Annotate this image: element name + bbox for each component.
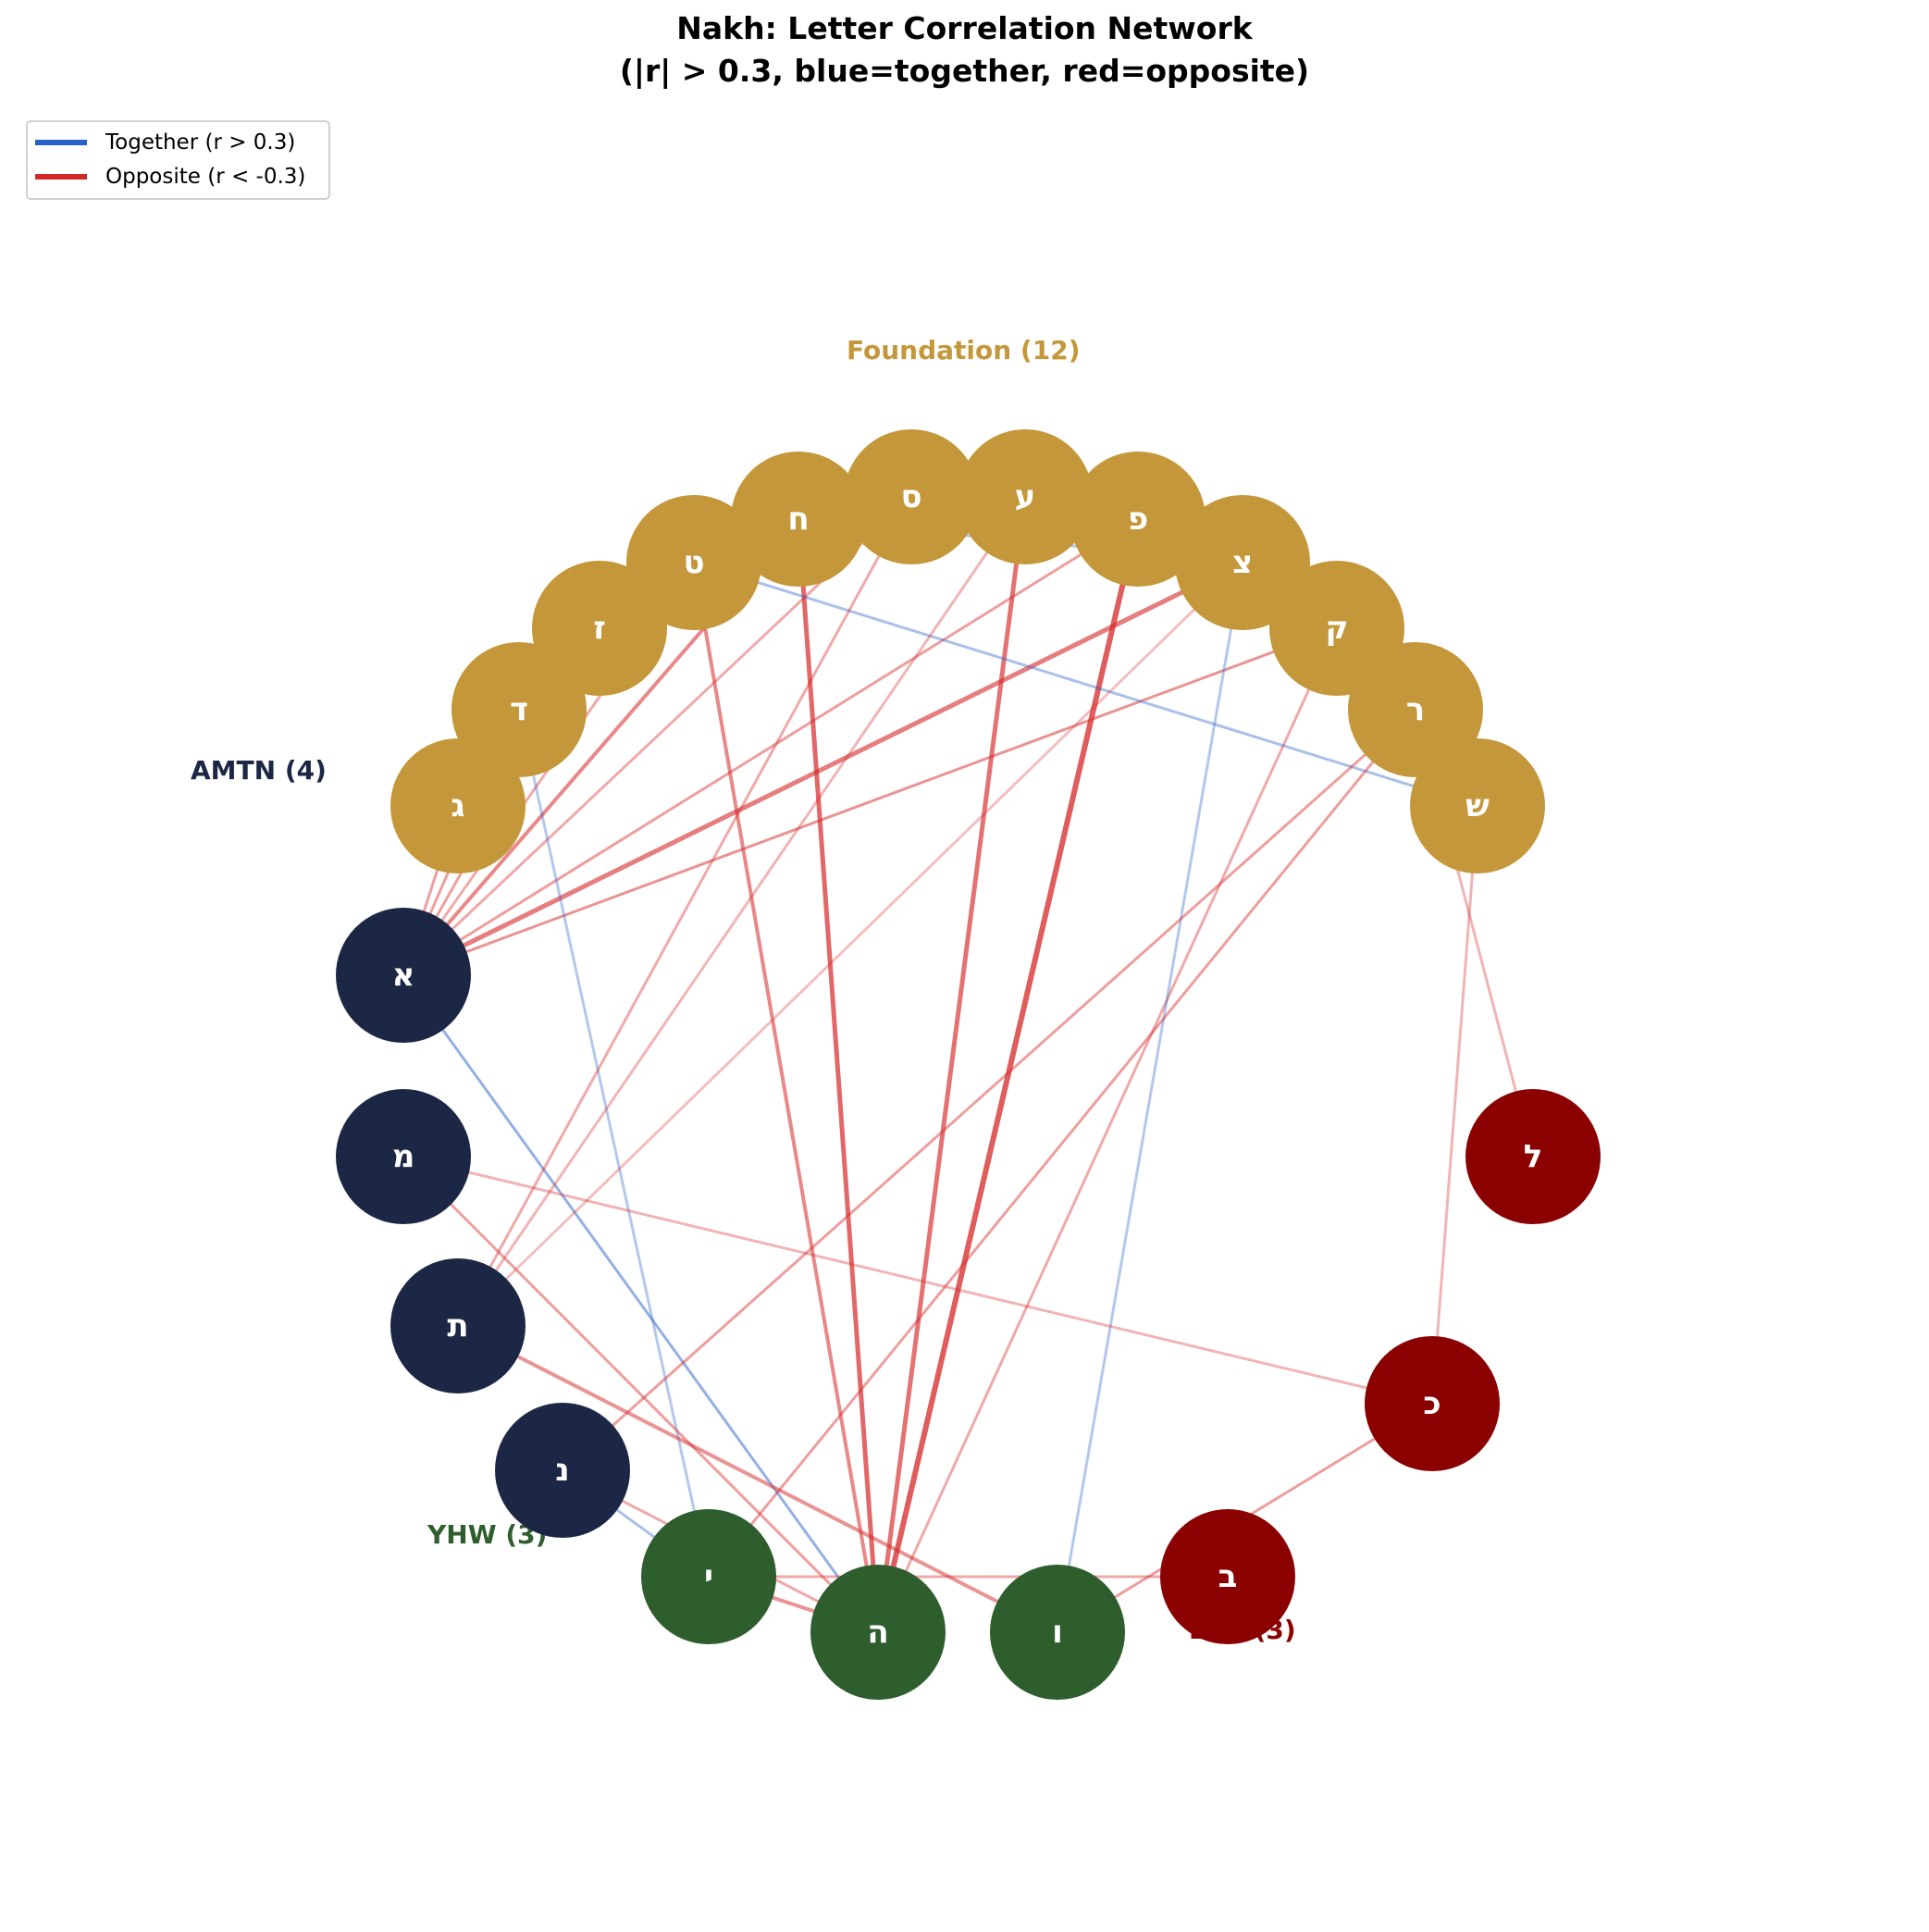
node-letter: ח (787, 501, 809, 538)
node-circle (1160, 1509, 1295, 1644)
node-letter: נ (555, 1452, 569, 1489)
node-foundation: ח (731, 452, 866, 587)
node-yhw: ו (990, 1565, 1125, 1700)
node-letter: ע (1015, 478, 1036, 515)
edge-together (517, 709, 711, 1578)
node-foundation: ש (1410, 738, 1545, 873)
node-letter: י (704, 1558, 713, 1595)
node-letter: ש (1465, 787, 1490, 824)
node-letter: ס (900, 478, 921, 515)
chart-title: Nakh: Letter Correlation Network (|r| > … (0, 7, 1929, 93)
edge-together (1056, 562, 1244, 1633)
node-circle (390, 738, 526, 873)
edge-opposite (402, 626, 1338, 977)
legend-item-opposite: Opposite (r < -0.3) (35, 160, 305, 193)
node-foundation: ט (626, 495, 761, 630)
opposite-line-swatch (35, 174, 87, 180)
node-circle (1175, 495, 1310, 630)
node-circle (336, 908, 471, 1043)
group-label-amtn: AMTN (4) (191, 755, 327, 786)
node-foundation: ר (1348, 642, 1483, 777)
node-letter: ב (1218, 1558, 1238, 1595)
node-letter: ה (867, 1614, 888, 1651)
edge-together (693, 561, 1478, 808)
node-circle (810, 1565, 946, 1700)
node-bkl: ל (1465, 1089, 1601, 1224)
node-circle (1465, 1089, 1601, 1224)
title-line-1: Nakh: Letter Correlation Network (676, 10, 1253, 46)
node-circle (495, 1403, 630, 1538)
edge-opposite (402, 1155, 1433, 1406)
node-letter: פ (1128, 501, 1148, 538)
node-letter: ו (1052, 1614, 1063, 1651)
node-letter: ל (1524, 1138, 1543, 1175)
node-circle (844, 429, 979, 564)
node-foundation: ס (844, 429, 979, 564)
edge-opposite (1430, 805, 1479, 1405)
node-yhw: ה (810, 1565, 946, 1700)
node-letter: מ (392, 1138, 415, 1175)
legend-label-opposite: Opposite (r < -0.3) (105, 165, 306, 189)
node-amtn: ת (390, 1258, 526, 1393)
node-amtn: מ (336, 1089, 471, 1224)
node-letter: ק (1325, 610, 1348, 647)
node-circle (532, 561, 667, 696)
title-line-2: (|r| > 0.3, blue=together, red=opposite) (619, 53, 1310, 89)
node-letter: צ (1232, 544, 1253, 581)
node-letter: ת (447, 1307, 468, 1344)
edge-opposite (402, 560, 1244, 978)
node-letter: ז (593, 610, 606, 647)
edge-opposite (796, 518, 881, 1633)
node-letter: ר (1406, 691, 1425, 728)
node-foundation: פ (1070, 452, 1206, 587)
edge-opposite (402, 1155, 880, 1634)
legend-label-together: Together (r > 0.3) (105, 130, 296, 155)
node-bkl: כ (1365, 1336, 1500, 1471)
node-letter: א (392, 957, 415, 994)
node-circle (1070, 452, 1206, 587)
node-circle (336, 1089, 471, 1224)
edge-opposite (402, 517, 1139, 977)
node-circle (1410, 738, 1545, 873)
node-circle (990, 1565, 1125, 1700)
edge-opposite (562, 708, 1416, 1472)
node-bkl: ב (1160, 1509, 1295, 1644)
node-foundation: צ (1175, 495, 1310, 630)
node-letter: ט (683, 544, 704, 581)
edge-opposite (875, 518, 1141, 1633)
edge-opposite (876, 627, 1339, 1633)
edge-opposite (707, 709, 1417, 1578)
node-circle (641, 1509, 776, 1644)
edge-opposite (692, 562, 880, 1633)
node-letter: כ (1423, 1385, 1441, 1422)
node-amtn: א (336, 908, 471, 1043)
node-foundation: ז (532, 561, 667, 696)
node-circle (731, 452, 866, 587)
node-circle (1365, 1336, 1500, 1471)
node-foundation: ע (958, 429, 1093, 564)
edge-opposite (456, 496, 913, 1327)
node-letter: ד (510, 691, 528, 728)
node-layer: ג ד ז ט ח ס ע פ צ ק ר ש א מ ת נ י ה ו ב כ ל (336, 429, 1601, 1700)
legend-item-together: Together (r > 0.3) (35, 126, 295, 159)
edge-opposite (875, 496, 1028, 1633)
edge-together (402, 974, 880, 1633)
node-circle (958, 429, 1093, 564)
edge-opposite (456, 561, 1244, 1328)
node-circle (390, 1258, 526, 1393)
group-label-foundation: Foundation (12) (847, 335, 1081, 365)
node-circle (1348, 642, 1483, 777)
together-line-swatch (35, 140, 87, 145)
node-circle (626, 495, 761, 630)
legend: Together (r > 0.3) Opposite (r < -0.3) (26, 120, 330, 200)
node-letter: ג (451, 787, 464, 824)
edge-opposite (456, 496, 1027, 1327)
node-foundation: ג (390, 738, 526, 873)
edge-opposite (457, 1324, 1058, 1634)
node-yhw: י (641, 1509, 776, 1644)
node-amtn: נ (495, 1403, 630, 1538)
